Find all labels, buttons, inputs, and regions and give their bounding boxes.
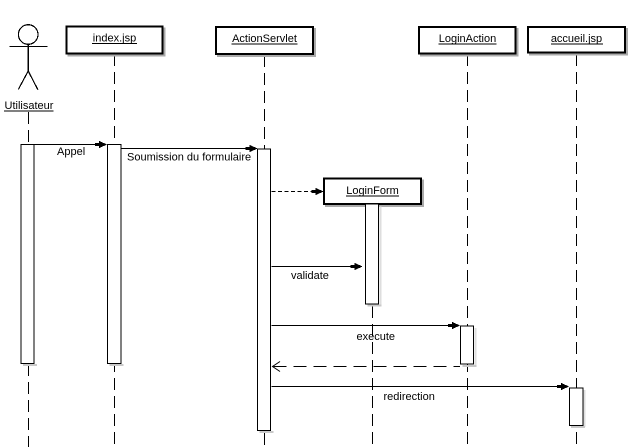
svg-text:Soumission du formulaire: Soumission du formulaire xyxy=(127,152,251,164)
svg-text:validate: validate xyxy=(291,270,329,282)
svg-text:Utilisateur: Utilisateur xyxy=(5,100,54,112)
svg-text:redirection: redirection xyxy=(384,391,435,403)
svg-text:accueil.jsp: accueil.jsp xyxy=(551,33,602,45)
svg-text:LoginAction: LoginAction xyxy=(439,33,497,45)
svg-text:ActionServlet: ActionServlet xyxy=(232,33,297,45)
svg-text:execute: execute xyxy=(357,331,396,343)
svg-text:index.jsp: index.jsp xyxy=(93,33,136,45)
svg-text:LoginForm: LoginForm xyxy=(346,185,399,197)
svg-text:Appel: Appel xyxy=(57,146,85,158)
